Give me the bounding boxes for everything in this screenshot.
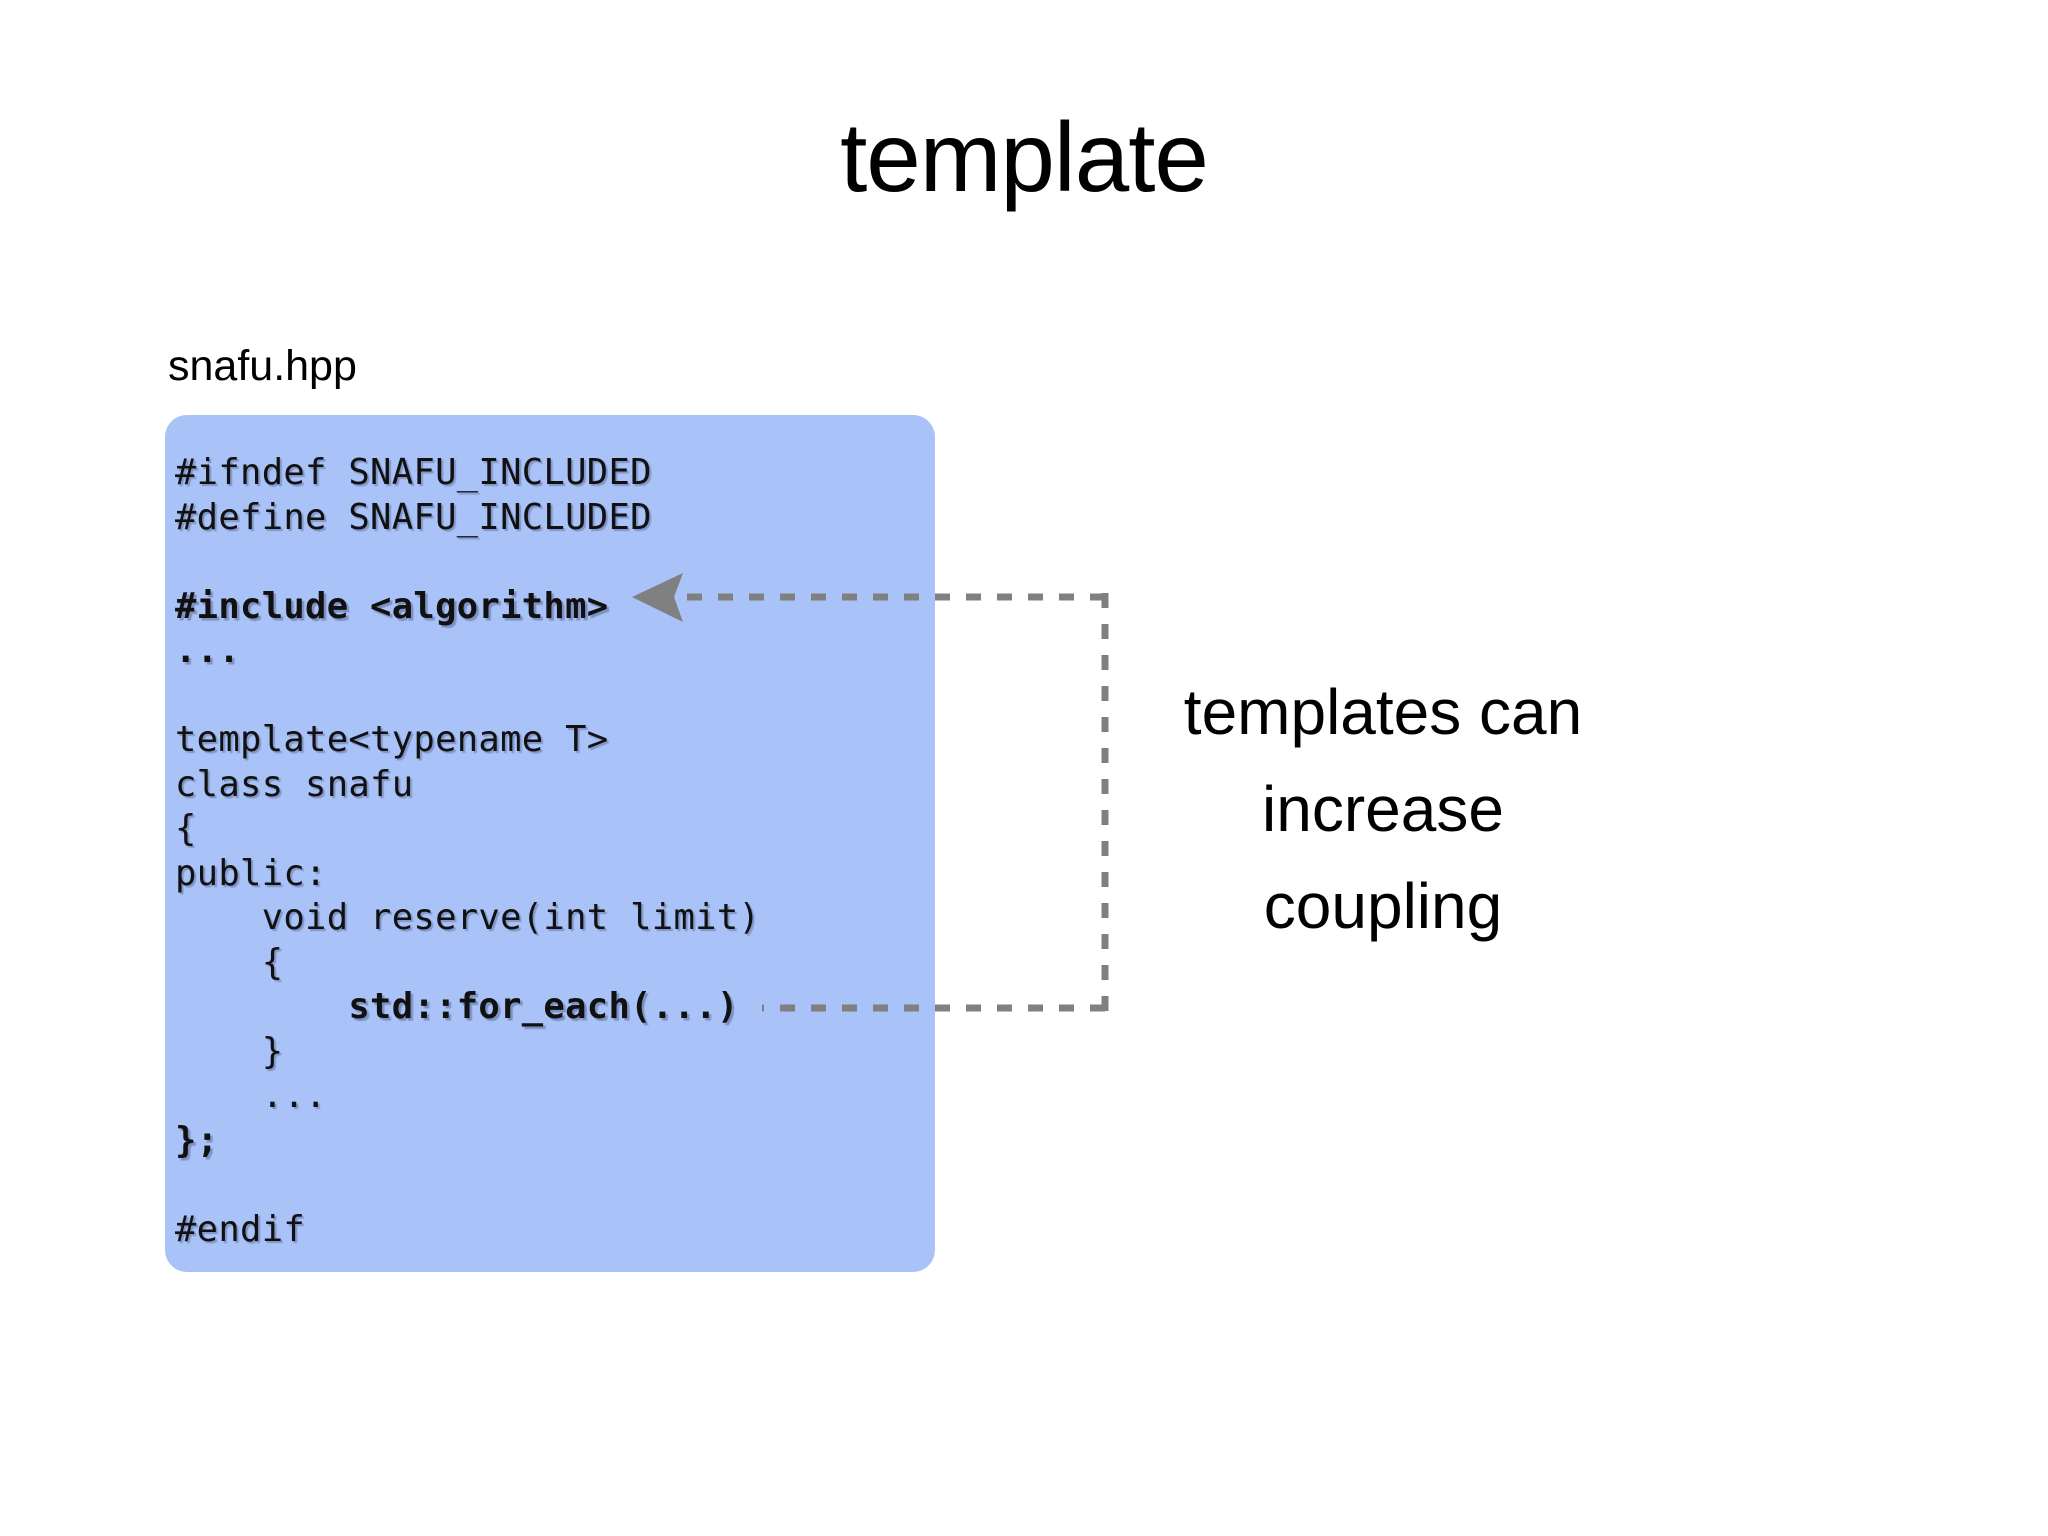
code-line: } (175, 1030, 284, 1072)
code-panel: #ifndef SNAFU_INCLUDED#define SNAFU_INCL… (165, 415, 935, 1272)
code-line (175, 674, 935, 719)
caption-line-2: increase (1262, 773, 1504, 845)
code-line: #include <algorithm> (175, 585, 609, 627)
code-line: public: (175, 852, 327, 894)
code-line: class snafu (175, 763, 414, 805)
code-line: std::for_each(...) (175, 986, 739, 1027)
code-line: ... (175, 630, 241, 671)
code-line (175, 540, 935, 585)
file-name-label: snafu.hpp (168, 342, 357, 390)
code-line: #endif (175, 1208, 306, 1250)
code-line (175, 1163, 935, 1208)
page-title: template (840, 102, 1209, 212)
code-line: template<typename T> (175, 719, 609, 760)
code-line: void reserve(int limit) (175, 897, 761, 938)
code-line: { (175, 941, 284, 983)
caption-line-1: templates can (1183, 676, 1583, 748)
caption-line-3: coupling (1263, 870, 1503, 942)
code-line: ... (175, 1075, 327, 1116)
code-listing: #ifndef SNAFU_INCLUDED#define SNAFU_INCL… (175, 451, 935, 1252)
code-line: }; (175, 1119, 219, 1161)
code-line: { (175, 808, 197, 849)
code-line: #define SNAFU_INCLUDED (175, 496, 652, 538)
code-line: #ifndef SNAFU_INCLUDED (175, 452, 652, 493)
caption-block: templates can increase coupling (1118, 664, 1648, 955)
